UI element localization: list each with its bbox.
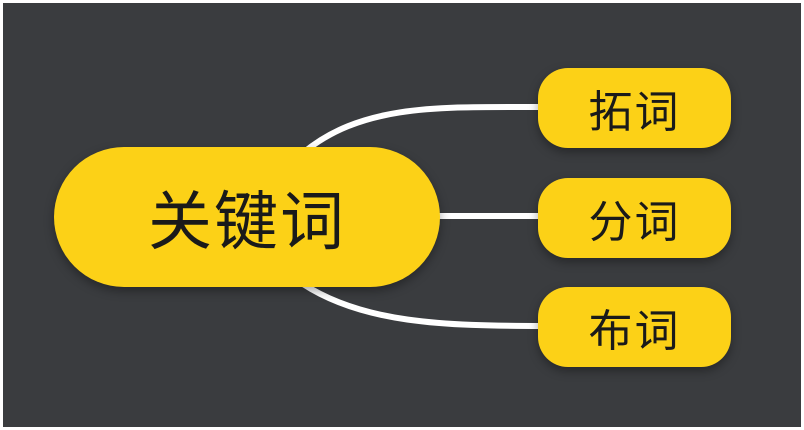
child-node-label: 分词: [588, 197, 681, 248]
root-node-keyword[interactable]: 关键词: [54, 147, 440, 287]
connector-to-buci: [300, 281, 546, 329]
child-node-buci[interactable]: 布词: [538, 287, 731, 367]
child-node-label: 拓词: [588, 87, 681, 138]
child-node-fenci[interactable]: 分词: [538, 178, 731, 258]
child-node-tuoci[interactable]: 拓词: [538, 68, 731, 148]
child-node-label: 布词: [588, 306, 681, 357]
root-node-label: 关键词: [148, 186, 346, 260]
connector-to-tuoci: [300, 103, 546, 156]
mindmap-canvas: 关键词 拓词 分词 布词: [3, 3, 801, 427]
connector-lines: [300, 103, 546, 329]
